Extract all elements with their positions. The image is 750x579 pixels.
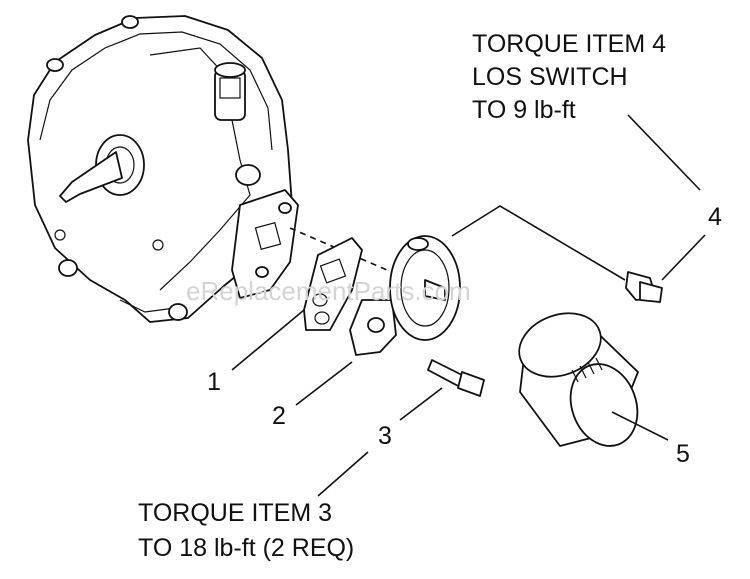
leader-4b	[627, 114, 701, 191]
watermark-text: eReplacementParts.com	[186, 276, 471, 306]
note-item4-line2: LOS SWITCH	[472, 63, 628, 91]
screw-part	[427, 359, 485, 397]
oil-filter-part	[518, 312, 639, 447]
callout-1: 1	[207, 368, 221, 396]
note-item4-line1: TORQUE ITEM 4	[472, 30, 666, 58]
note-item4-line3: TO 9 lb-ft	[472, 96, 576, 124]
callout-3: 3	[378, 422, 392, 450]
leader-4a	[661, 234, 706, 281]
leader-3a	[399, 387, 443, 421]
gasket-part	[303, 237, 363, 331]
callout-2: 2	[272, 402, 286, 430]
leader-2	[295, 361, 353, 406]
callout-5: 5	[676, 440, 690, 468]
note-item3-line2: TO 18 lb-ft (2 REQ)	[138, 534, 354, 562]
leader-1	[231, 309, 305, 371]
torque-note-item3: TORQUE ITEM 3 TO 18 lb-ft (2 REQ)	[138, 499, 354, 562]
leader-3b	[317, 451, 369, 497]
filter-mounting-pad	[231, 189, 299, 299]
filter-adapter-part	[349, 235, 461, 356]
callout-4: 4	[708, 203, 722, 231]
engine-crankcase	[27, 15, 293, 323]
los-switch-part	[625, 271, 663, 303]
switch-guide-line	[451, 205, 626, 281]
torque-note-item4: TORQUE ITEM 4 LOS SWITCH TO 9 lb-ft	[472, 30, 666, 124]
leader-5	[611, 411, 669, 441]
note-item3-line1: TORQUE ITEM 3	[138, 499, 332, 527]
